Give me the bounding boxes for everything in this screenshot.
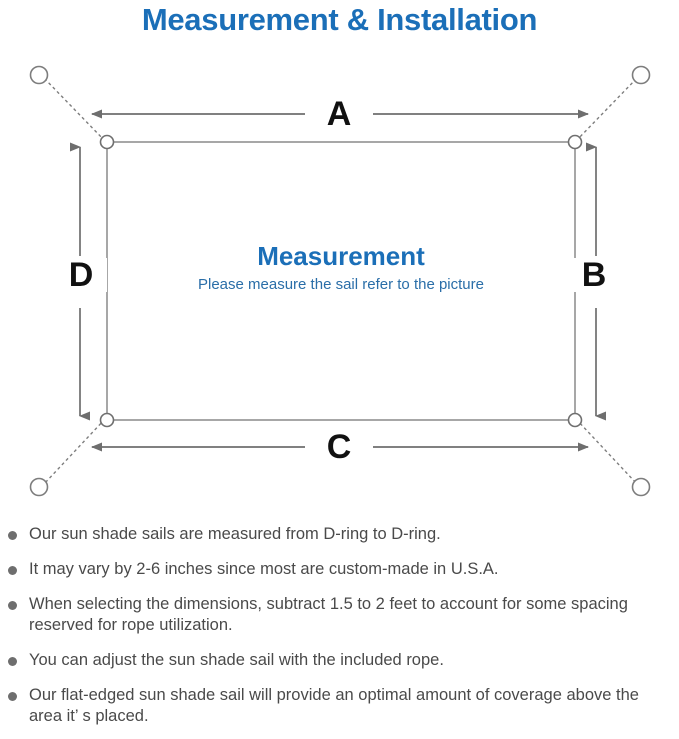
d-ring-bottom-left bbox=[99, 412, 115, 428]
rope-line-bottom-right bbox=[575, 418, 638, 485]
sail-diagram-svg bbox=[29, 65, 651, 497]
list-item-text: It may vary by 2-6 inches since most are… bbox=[29, 560, 499, 578]
rope-lines bbox=[43, 77, 638, 485]
anchor-ring-top-left bbox=[29, 65, 49, 85]
anchor-ring-top-right bbox=[631, 65, 651, 85]
d-ring-top-left bbox=[99, 134, 115, 150]
dimension-label-a: A bbox=[309, 97, 369, 131]
list-item-text: You can adjust the sun shade sail with t… bbox=[29, 651, 444, 669]
measurement-caption: Measurement Please measure the sail refe… bbox=[107, 240, 575, 296]
anchor-rings bbox=[29, 65, 651, 497]
dimension-label-d: D bbox=[55, 258, 107, 292]
list-item: Our flat-edged sun shade sail will provi… bbox=[0, 685, 679, 727]
list-item: It may vary by 2-6 inches since most are… bbox=[0, 559, 679, 580]
notes-list: Our sun shade sails are measured from D-… bbox=[0, 524, 679, 739]
bullet-icon bbox=[8, 531, 17, 540]
dimension-label-c: C bbox=[309, 430, 369, 464]
anchor-ring-bottom-right bbox=[631, 477, 651, 497]
list-item: Our sun shade sails are measured from D-… bbox=[0, 524, 679, 545]
d-rings bbox=[99, 134, 583, 428]
rope-line-top-left bbox=[43, 77, 106, 142]
anchor-ring-bottom-left bbox=[29, 477, 49, 497]
rope-line-top-right bbox=[575, 77, 638, 142]
list-item: You can adjust the sun shade sail with t… bbox=[0, 650, 679, 671]
bullet-icon bbox=[8, 566, 17, 575]
bullet-icon bbox=[8, 692, 17, 701]
rope-line-bottom-left bbox=[43, 418, 106, 485]
measurement-subtitle: Please measure the sail refer to the pic… bbox=[198, 276, 484, 293]
d-ring-top-right bbox=[567, 134, 583, 150]
list-item-text: When selecting the dimensions, subtract … bbox=[29, 595, 628, 634]
bullet-icon bbox=[8, 657, 17, 666]
list-item-text: Our flat-edged sun shade sail will provi… bbox=[29, 686, 639, 725]
sail-diagram: A B C D Measurement Please measure the s… bbox=[0, 46, 679, 516]
list-item-text: Our sun shade sails are measured from D-… bbox=[29, 525, 441, 543]
dimension-label-b: B bbox=[568, 258, 620, 292]
bullet-icon bbox=[8, 601, 17, 610]
measurement-heading: Measurement bbox=[257, 241, 425, 271]
list-item: When selecting the dimensions, subtract … bbox=[0, 594, 679, 636]
d-ring-bottom-right bbox=[567, 412, 583, 428]
page-title: Measurement & Installation bbox=[141, 2, 538, 37]
